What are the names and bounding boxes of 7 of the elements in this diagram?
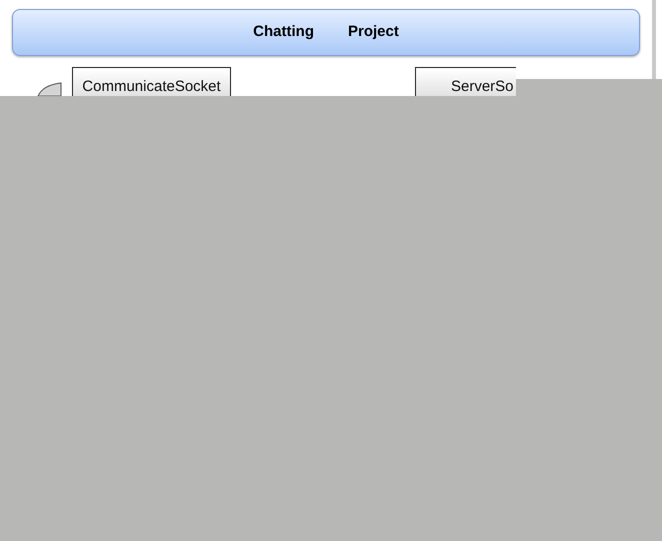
title-text: Project (348, 22, 399, 42)
title-banner (12, 9, 640, 56)
class-box (72, 67, 231, 96)
box-label: ServerSo (451, 77, 514, 97)
title-text: Chatting (253, 22, 314, 42)
class-box (415, 67, 516, 96)
box-label: CommunicateSocket (82, 77, 221, 97)
